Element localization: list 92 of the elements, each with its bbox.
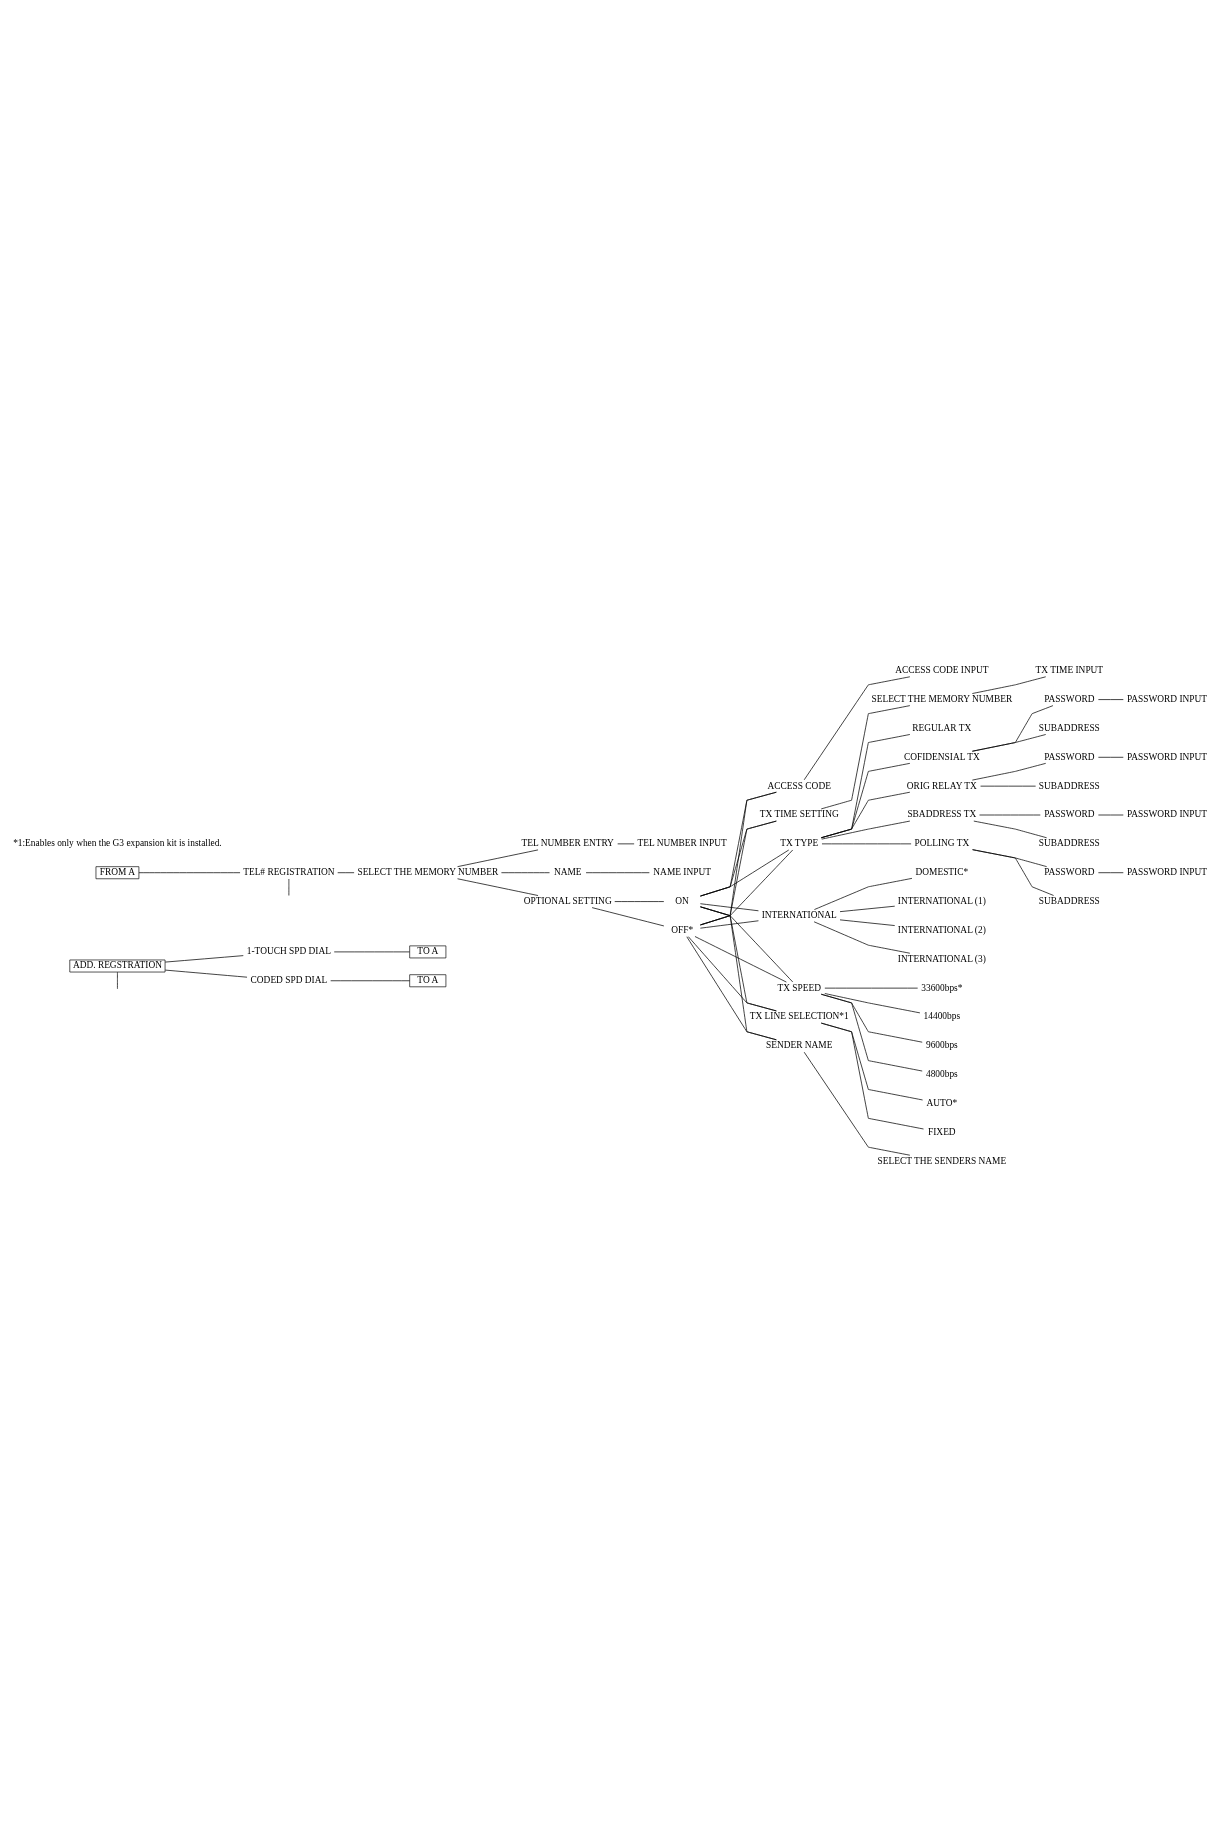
connector — [700, 849, 790, 897]
node-text: TEL NUMBER ENTRY — [521, 838, 614, 849]
node-box: FROM A — [95, 866, 140, 880]
node-text: POLLING TX — [914, 838, 970, 849]
node-text: SUBADDRESS — [1038, 780, 1100, 791]
node-text: PASSWORD — [1044, 867, 1095, 878]
node-text: SELECT THE SENDERS NAME — [877, 1155, 1007, 1166]
node-text: NAME — [553, 867, 582, 878]
connector — [803, 676, 911, 781]
node-text: PASSWORD INPUT — [1126, 694, 1208, 705]
connector — [972, 849, 1054, 896]
node-text: PASSWORD INPUT — [1126, 809, 1208, 820]
connector — [333, 951, 410, 953]
connector — [820, 705, 911, 810]
node-text: TX LINE SELECTION*1 — [749, 1011, 849, 1022]
connector — [803, 1051, 911, 1156]
node-text: ACCESS CODE — [767, 780, 831, 791]
node-text: REGULAR TX — [912, 722, 972, 733]
node-text: ORIG RELAY TX — [906, 780, 977, 791]
node-text: SELECT THE MEMORY NUMBER — [357, 867, 499, 878]
connector — [700, 920, 759, 929]
connector — [138, 872, 241, 874]
connector — [686, 936, 777, 1041]
node-text: 1-TOUCH SPD DIAL — [246, 946, 331, 957]
node-text: PASSWORD — [1044, 809, 1095, 820]
node-text: INTERNATIONAL (1) — [897, 896, 986, 907]
connector — [820, 763, 911, 839]
connector — [971, 705, 1054, 752]
label: *1:Enables only when the G3 expansion kit is installed. — [13, 838, 222, 849]
node-text: FIXED — [928, 1126, 956, 1137]
connector — [614, 901, 665, 902]
connector — [457, 878, 539, 896]
node-text: PASSWORD — [1044, 694, 1095, 705]
node-text: PASSWORD — [1044, 751, 1095, 762]
node-text: OFF* — [671, 924, 694, 935]
connector — [330, 980, 411, 982]
node-text: SENDER NAME — [766, 1040, 833, 1051]
connector — [820, 734, 911, 839]
node-text: AUTO* — [926, 1098, 958, 1109]
connector — [839, 905, 896, 913]
node-text: TEL# REGISTRATION — [243, 867, 335, 878]
connector — [164, 969, 248, 978]
connector — [694, 936, 787, 983]
node-text: 9600bps — [925, 1040, 958, 1051]
connector — [824, 993, 921, 1014]
node-text: SELECT THE MEMORY NUMBER — [871, 694, 1013, 705]
node-text: PASSWORD INPUT — [1126, 751, 1208, 762]
node-text: TX TIME INPUT — [1035, 665, 1104, 676]
node-text: 4800bps — [925, 1069, 958, 1080]
connector — [971, 734, 1047, 752]
connector — [813, 921, 911, 954]
node-text: SBADDRESS TX — [907, 809, 977, 820]
node-text: INTERNATIONAL — [761, 910, 837, 921]
node-text: TX SPEED — [777, 982, 821, 993]
connector — [820, 993, 923, 1072]
node-text: CODED SPD DIAL — [250, 975, 328, 986]
node-text: INTERNATIONAL (3) — [897, 953, 986, 964]
connector — [971, 676, 1047, 694]
node-text: COFIDENSIAL TX — [903, 751, 980, 762]
connector — [457, 849, 539, 868]
node-box: TO A — [409, 974, 447, 988]
node-text: TX TIME SETTING — [759, 809, 839, 820]
node-text: SUBADDRESS — [1038, 896, 1100, 907]
node-text: PASSWORD INPUT — [1126, 867, 1208, 878]
node-text: TX TYPE — [780, 838, 819, 849]
node-box: ADD. REGSTRATION — [69, 959, 166, 973]
node-text: SUBADDRESS — [1038, 722, 1100, 733]
node-text: 33600bps* — [921, 982, 963, 993]
node-text: ON — [675, 896, 689, 907]
connector — [164, 955, 244, 963]
connector — [591, 907, 665, 927]
connector — [820, 1022, 924, 1130]
connector — [700, 903, 759, 912]
node-text: OPTIONAL SETTING — [523, 896, 612, 907]
connector — [820, 791, 911, 839]
node-text: INTERNATIONAL (2) — [897, 924, 986, 935]
node-text: TEL NUMBER INPUT — [637, 838, 727, 849]
connector — [700, 849, 794, 926]
node-box: TO A — [409, 945, 447, 959]
connector — [687, 936, 777, 1012]
connector — [821, 820, 911, 840]
connector — [973, 820, 1048, 839]
connector — [1098, 699, 1124, 700]
node-text: SUBADDRESS — [1038, 838, 1100, 849]
connector — [814, 878, 913, 910]
connector — [839, 919, 896, 926]
node-text: 14400bps — [923, 1011, 961, 1022]
connector — [971, 763, 1047, 781]
node-text: NAME INPUT — [653, 867, 711, 878]
node-text: DOMESTIC* — [915, 867, 969, 878]
connector — [117, 971, 118, 990]
node-text: ACCESS CODE INPUT — [895, 665, 989, 676]
